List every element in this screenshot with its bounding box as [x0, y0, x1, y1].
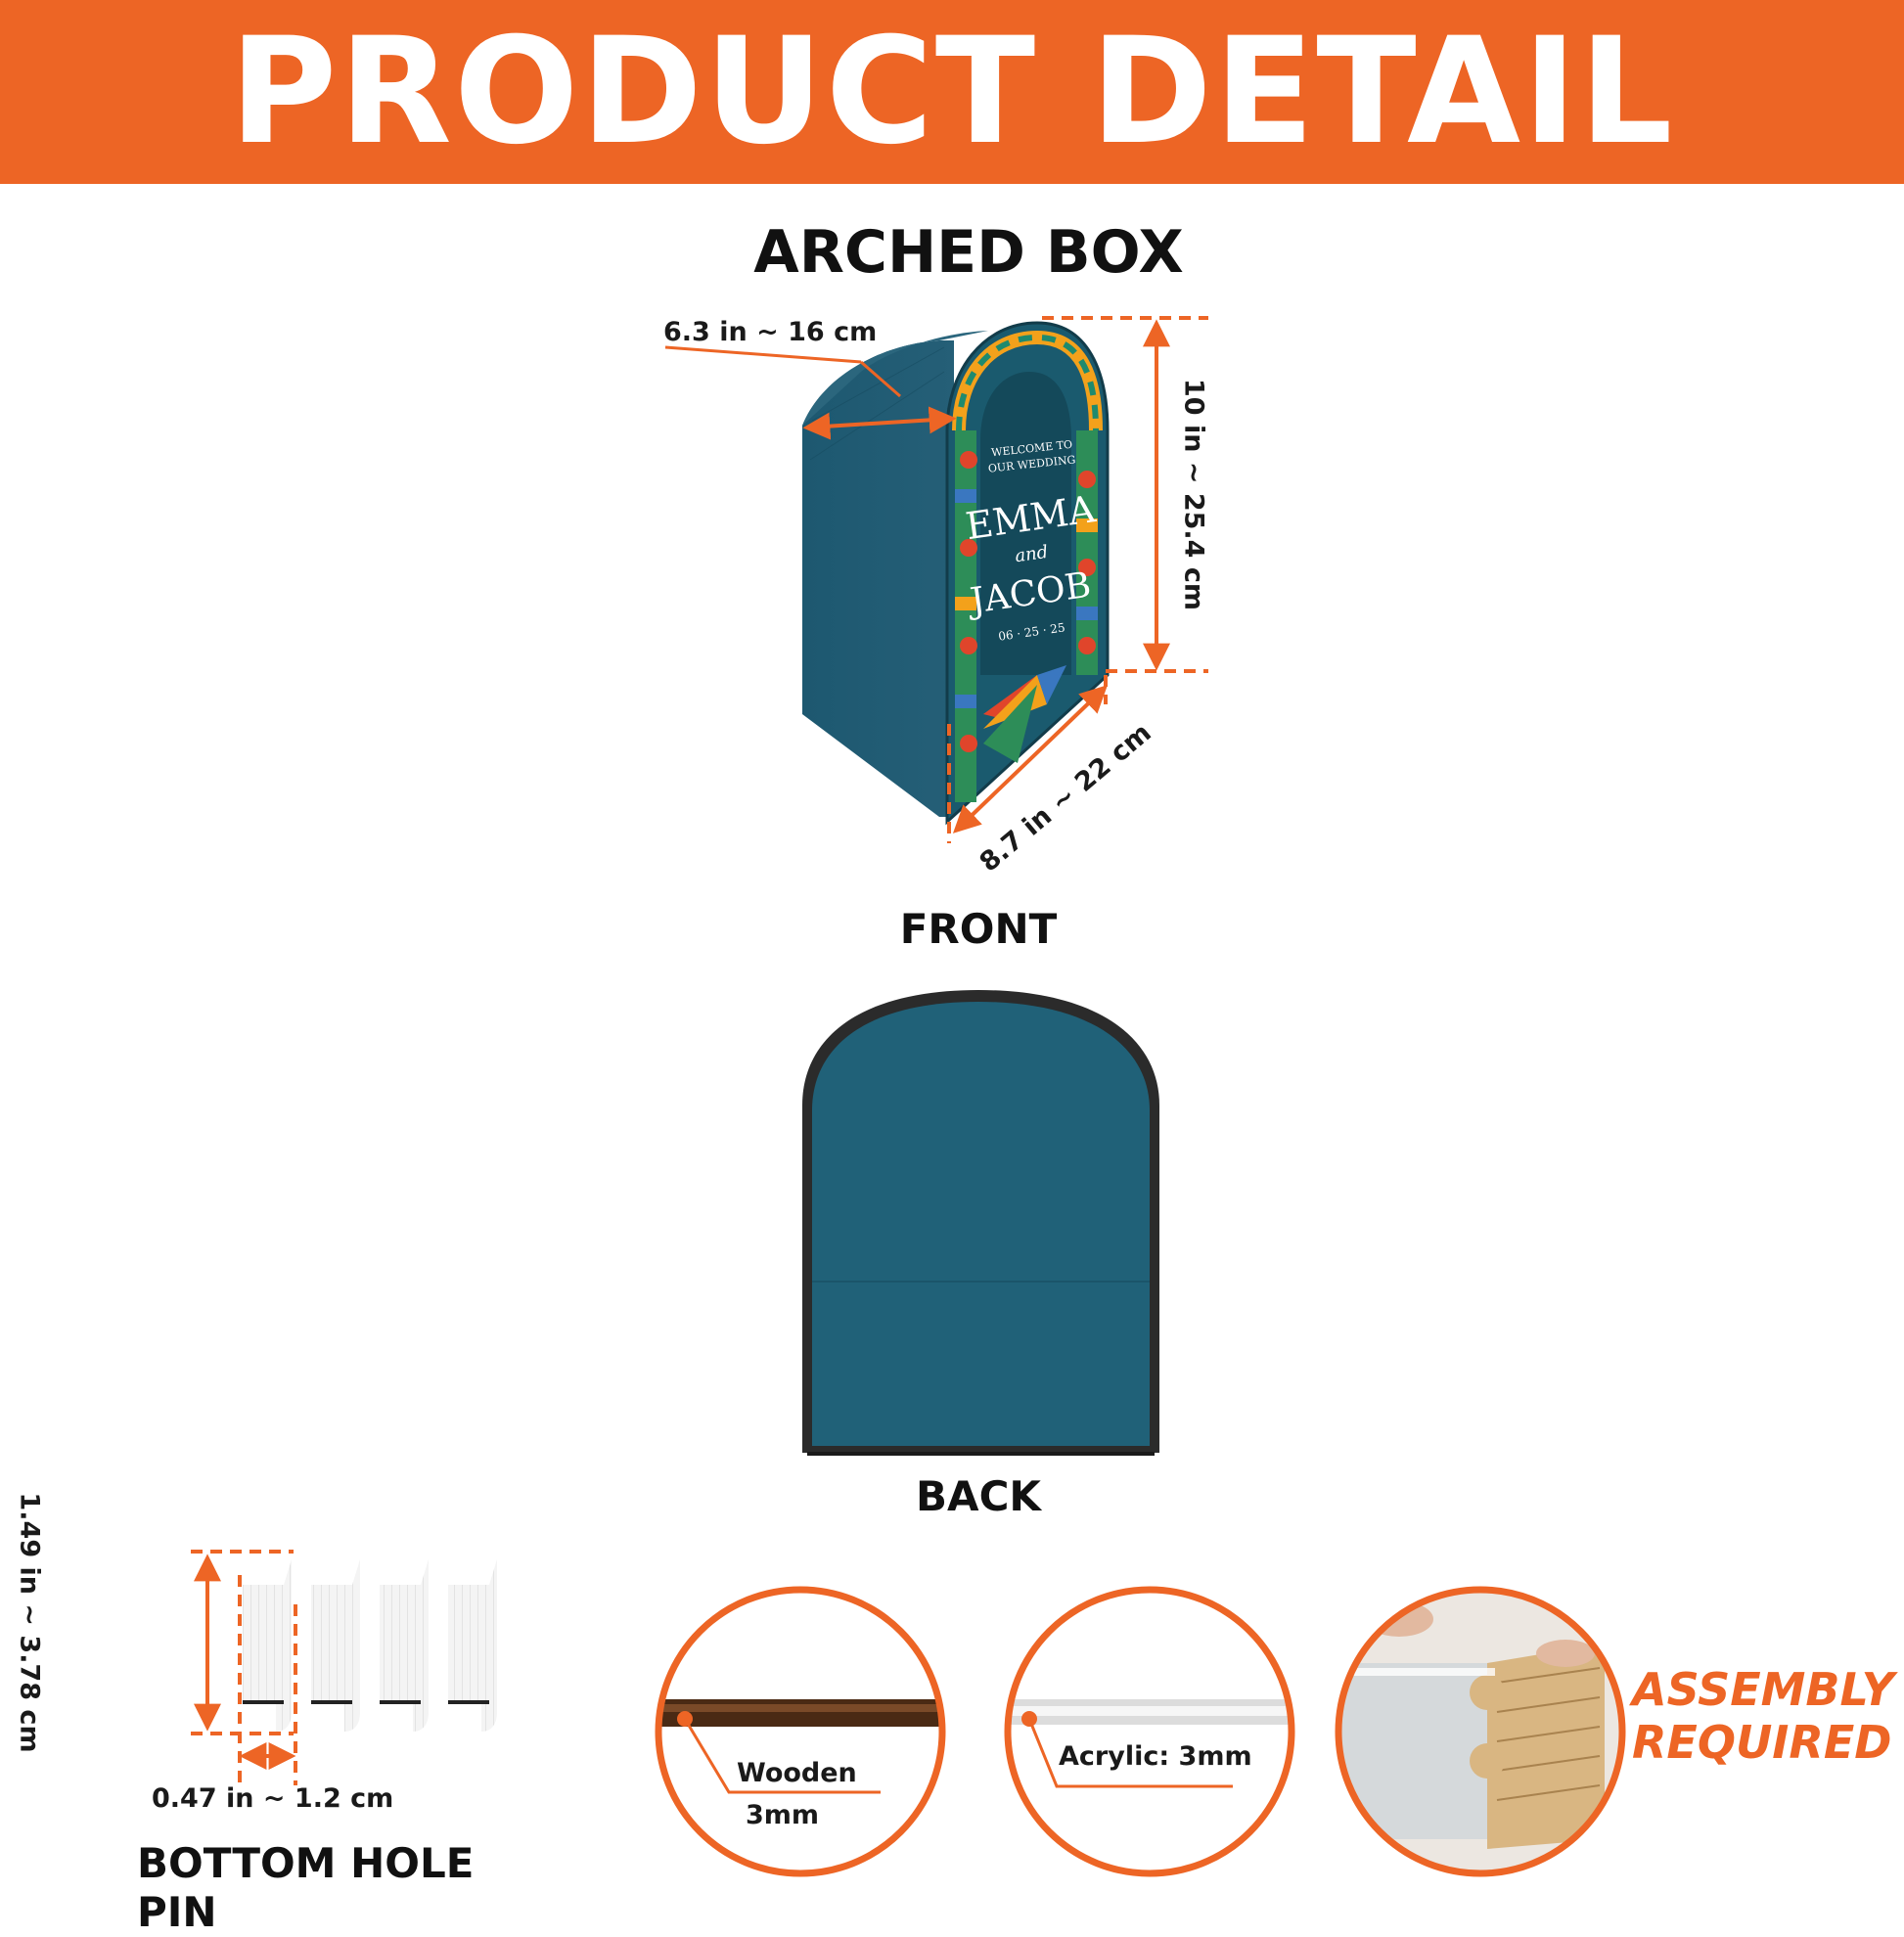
pin-label: BOTTOM HOLE PIN: [137, 1839, 475, 1936]
depth-arrow: [802, 406, 957, 440]
box-back-view: [802, 990, 1159, 1456]
front-label: FRONT: [899, 905, 1058, 953]
assembly-line1: ASSEMBLY: [1632, 1663, 1894, 1716]
box-front-inner-arch: [980, 372, 1071, 675]
page-title: PRODUCT DETAIL: [229, 7, 1675, 177]
pin-width-label: 0.47 in ~ 1.2 cm: [152, 1783, 394, 1814]
dimension-lines: [664, 316, 1208, 843]
pin-dimension-lines: [191, 1550, 297, 1785]
assembly-line2: REQUIRED: [1632, 1716, 1892, 1769]
header-banner: [0, 0, 1904, 184]
assembly-required-label: ASSEMBLY REQUIRED: [1632, 1663, 1894, 1769]
width-arrow: [952, 685, 1109, 833]
design-and: and: [1014, 542, 1049, 567]
pin-4: [448, 1559, 497, 1732]
pin-2: [311, 1559, 360, 1732]
pin-height-label: 1.49 in ~ 3.78 cm: [14, 1492, 45, 1753]
pin-3: [380, 1559, 429, 1732]
box-side-panel: [802, 340, 954, 817]
acrylic-material-circle: [1004, 1586, 1295, 1877]
wood-label: Wooden: [737, 1758, 857, 1788]
acrylic-label: Acrylic: 3mm: [1059, 1741, 1252, 1772]
height-label: 10 in ~ 25.4 cm: [1178, 378, 1209, 611]
product-name: ARCHED BOX: [753, 218, 1184, 287]
bottom-hole-pins: [243, 1559, 497, 1732]
back-label: BACK: [916, 1472, 1041, 1520]
wood-material-circle: [655, 1586, 946, 1877]
stained-glass-border: [952, 330, 1103, 802]
depth-label: 6.3 in ~ 16 cm: [663, 317, 878, 347]
assembly-photo-circle: [1335, 1586, 1626, 1877]
pin-1: [243, 1559, 292, 1732]
wood-thickness-label: 3mm: [746, 1800, 820, 1830]
box-front-view: WELCOME TO OUR WEDDING EMMA and JACOB 06…: [802, 321, 1110, 826]
